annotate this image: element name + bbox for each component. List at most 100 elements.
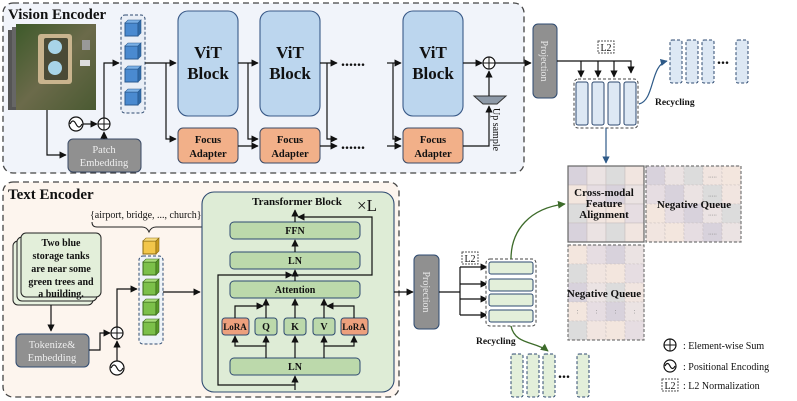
svg-text:Patch: Patch: [92, 145, 116, 156]
matrix-border: [567, 165, 645, 243]
cell-ellipsis: .....: [708, 229, 717, 237]
svg-text:Tokenize&: Tokenize&: [29, 340, 76, 351]
k-box: K: [283, 317, 307, 336]
lora-right-box: LoRA: [340, 317, 369, 336]
svg-text:L2: L2: [664, 381, 675, 392]
matrix-cell: [645, 222, 666, 243]
element-wise-sum-icon: [110, 326, 124, 340]
matrix-cell: [605, 263, 626, 284]
ellipsis-top: ......: [341, 53, 365, 70]
svg-text:L2: L2: [464, 254, 475, 265]
ln-bottom-box: LN: [229, 357, 361, 376]
matrix-cell: [624, 320, 645, 341]
svg-text:are near some: are near some: [31, 264, 91, 275]
svg-text:Adapter: Adapter: [189, 149, 227, 160]
ffn-box: FFN: [229, 221, 361, 240]
svg-text:Negative Queue: Negative Queue: [657, 199, 731, 211]
alignment-labels: Cross-modal Feature Alignment Negative Q…: [567, 187, 731, 300]
lora-left-box: LoRA: [221, 317, 250, 336]
caption-card-stack: Two blue storage tanks are near some gre…: [12, 232, 102, 306]
text-projection-box: Projection: [413, 254, 440, 330]
svg-text:Block: Block: [269, 64, 311, 83]
vision-queue: ...: [669, 39, 749, 84]
ln-top-box: LN: [229, 251, 361, 270]
svg-text:Projection: Projection: [420, 271, 431, 312]
svg-text:Block: Block: [187, 64, 229, 83]
legend-item-element-wise-sum: : Element-wise Sum: [663, 338, 764, 352]
cell-ellipsis: :: [615, 308, 617, 316]
svg-text:LN: LN: [288, 362, 303, 373]
svg-text:Embedding: Embedding: [80, 158, 129, 169]
cell-ellipsis: :: [596, 308, 598, 316]
svg-text:ViT: ViT: [276, 43, 304, 62]
matrix-cell: [664, 165, 685, 186]
svg-text:LN: LN: [288, 256, 303, 267]
matrix-cell: [567, 165, 588, 186]
matrix-border: [645, 165, 742, 243]
svg-text:...: ...: [717, 51, 729, 68]
vision-projection-box: Projection: [532, 23, 558, 99]
image-token-cube: [124, 42, 142, 60]
svg-text:storage tanks: storage tanks: [33, 251, 90, 262]
positional-encoding-icon: [68, 116, 84, 132]
input-satellite-image: [8, 24, 96, 110]
vision-encoder-title: Vision Encoder: [8, 7, 107, 23]
text-encoder-title: Text Encoder: [8, 187, 94, 203]
svg-text:green trees and: green trees and: [28, 277, 94, 288]
text-encoder-panel: Text Encoder Two blue storage tanks are …: [2, 181, 414, 398]
matrix-cell: [605, 244, 626, 265]
matrix-cell: [624, 222, 645, 243]
svg-text:Q: Q: [262, 322, 270, 333]
matrix-cell: [586, 165, 607, 186]
svg-text:Negative Queue: Negative Queue: [567, 288, 641, 300]
matrix-cell: [664, 222, 685, 243]
transformer-block: Transformer Block ×L FFN LN Attention Lo…: [201, 191, 395, 393]
matrix-cell: [624, 165, 645, 186]
matrix-cell: [567, 222, 588, 243]
image-token-cube: [124, 65, 142, 83]
matrix-cell: [605, 320, 626, 341]
patch-embedding-box: Patch Embedding: [67, 138, 142, 173]
matrix-cell: [586, 320, 607, 341]
svg-text:Adapter: Adapter: [414, 149, 452, 160]
q-box: Q: [254, 317, 278, 336]
matrix-cell: [567, 244, 588, 265]
svg-text:V: V: [320, 322, 328, 333]
text-recycling-label: Recycling: [476, 337, 516, 347]
attention-box: Attention: [229, 280, 361, 299]
element-wise-sum-icon: [97, 117, 111, 131]
vision-recycling-label: Recycling: [655, 98, 695, 108]
svg-text:FFN: FFN: [285, 226, 305, 237]
matrix-cell: [567, 320, 588, 341]
class-token-cube: [142, 237, 160, 255]
ellipsis-bottom: ......: [341, 136, 365, 153]
svg-text:Two blue: Two blue: [42, 238, 82, 249]
svg-text:Focus: Focus: [277, 135, 303, 146]
text-queue: ...: [510, 353, 590, 398]
text-token-stack: [138, 237, 164, 345]
image-token-cube: [124, 88, 142, 106]
vision-encoder-panel: Vision Encoder: [2, 2, 532, 174]
svg-text:LoRA: LoRA: [342, 322, 366, 332]
vit-block-1: ViT Block: [177, 10, 239, 117]
v-box: V: [312, 317, 336, 336]
svg-text:...: ...: [558, 365, 570, 382]
svg-text:Focus: Focus: [195, 135, 221, 146]
matrix-cell: [605, 222, 626, 243]
l2-normalization-icon: [661, 378, 679, 392]
svg-text:ViT: ViT: [419, 43, 447, 62]
negative-queue-right: ....................: [645, 165, 742, 243]
svg-text:Attention: Attention: [275, 285, 316, 296]
text-token-cube: [142, 278, 160, 296]
svg-text:Focus: Focus: [420, 135, 446, 146]
image-token-cube: [124, 19, 142, 37]
matrix-border: [567, 244, 645, 341]
svg-text:LoRA: LoRA: [223, 322, 247, 332]
svg-text:Projection: Projection: [538, 40, 549, 81]
matrix-cell: [683, 222, 704, 243]
svg-text:K: K: [291, 322, 299, 333]
matrix-cell: [586, 263, 607, 284]
text-token-cube: [142, 298, 160, 316]
svg-text:Embedding: Embedding: [28, 353, 77, 364]
